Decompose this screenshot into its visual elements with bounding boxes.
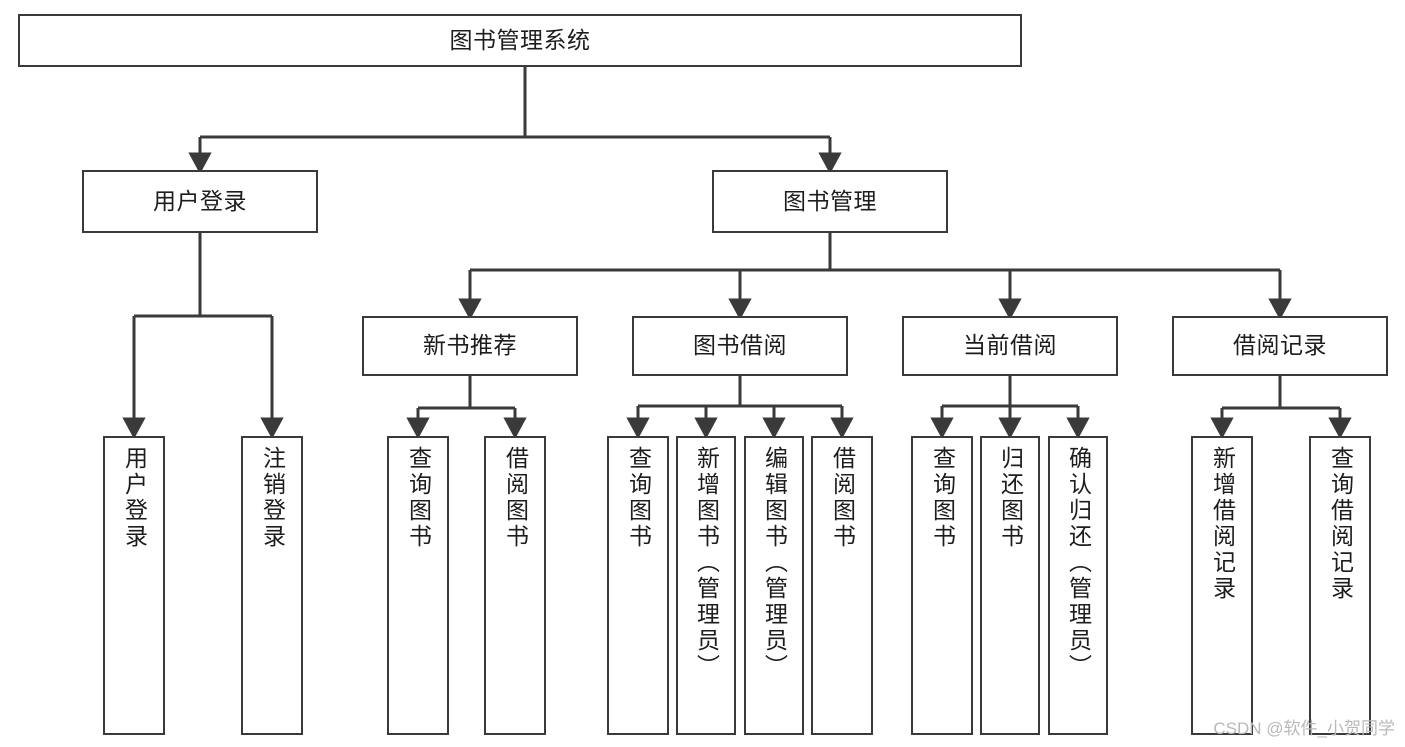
node-new-book-recommend[interactable]: 新书推荐 (362, 316, 578, 376)
node-borrow-record-label: 借阅记录 (1233, 332, 1327, 359)
leaf-return-book[interactable]: 归还图书 (980, 436, 1040, 735)
node-book-manage[interactable]: 图书管理 (712, 170, 948, 233)
node-new-book-recommend-label: 新书推荐 (423, 332, 517, 359)
leaf-add-record[interactable]: 新增借阅记录 (1191, 436, 1253, 735)
leaf-logout[interactable]: 注销登录 (241, 436, 303, 735)
leaf-query-record[interactable]: 查询借阅记录 (1309, 436, 1371, 735)
leaf-borrow-book-1-label: 借阅图书 (502, 446, 529, 550)
leaf-query-book-2[interactable]: 查询图书 (607, 436, 669, 735)
leaf-query-book-3[interactable]: 查询图书 (911, 436, 973, 735)
leaf-query-book-2-label: 查询图书 (625, 446, 652, 550)
node-current-borrow-label: 当前借阅 (963, 332, 1057, 359)
leaf-borrow-book-2-label: 借阅图书 (829, 446, 856, 550)
node-user-login[interactable]: 用户登录 (82, 170, 318, 233)
node-root[interactable]: 图书管理系统 (18, 14, 1022, 67)
leaf-add-book-label: 新增图书（管理员） (693, 446, 720, 680)
leaf-user-login[interactable]: 用户登录 (103, 436, 165, 735)
watermark-text: CSDN @软件_小贺同学 (1213, 719, 1395, 738)
leaf-query-book-3-label: 查询图书 (929, 446, 956, 550)
leaf-query-book-1-label: 查询图书 (405, 446, 432, 550)
leaf-query-book-1[interactable]: 查询图书 (387, 436, 449, 735)
leaf-query-record-label: 查询借阅记录 (1327, 446, 1354, 602)
node-root-label: 图书管理系统 (449, 26, 591, 53)
leaf-logout-label: 注销登录 (259, 446, 286, 550)
leaf-confirm-return[interactable]: 确认归还（管理员） (1048, 436, 1108, 735)
leaf-user-login-label: 用户登录 (121, 446, 148, 550)
node-current-borrow[interactable]: 当前借阅 (902, 316, 1118, 376)
leaf-borrow-book-1[interactable]: 借阅图书 (484, 436, 546, 735)
leaf-confirm-return-label: 确认归还（管理员） (1065, 446, 1092, 680)
node-book-borrow-label: 图书借阅 (693, 332, 787, 359)
leaf-return-book-label: 归还图书 (997, 446, 1024, 550)
leaf-add-record-label: 新增借阅记录 (1209, 446, 1236, 602)
node-book-manage-label: 图书管理 (783, 187, 877, 214)
node-user-login-label: 用户登录 (153, 187, 247, 214)
leaf-edit-book-label: 编辑图书（管理员） (761, 446, 788, 680)
leaf-borrow-book-2[interactable]: 借阅图书 (811, 436, 873, 735)
node-book-borrow[interactable]: 图书借阅 (632, 316, 848, 376)
leaf-edit-book[interactable]: 编辑图书（管理员） (744, 436, 804, 735)
node-borrow-record[interactable]: 借阅记录 (1172, 316, 1388, 376)
leaf-add-book[interactable]: 新增图书（管理员） (676, 436, 736, 735)
